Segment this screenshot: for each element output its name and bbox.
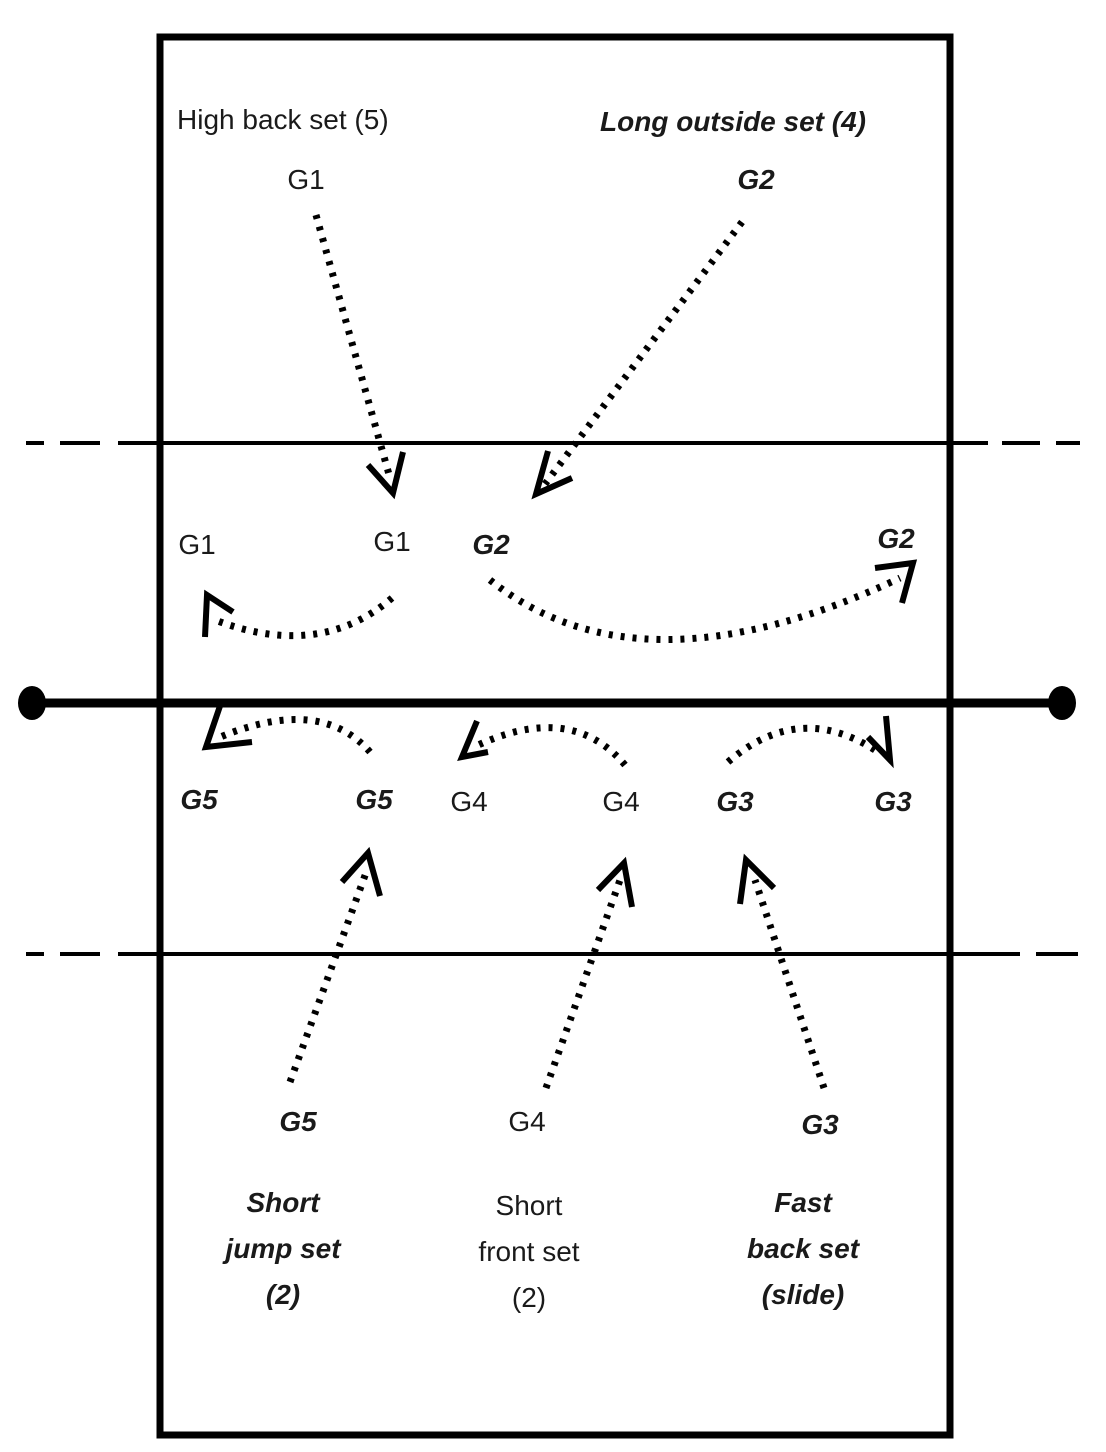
caption-fast-back-set: Fast back set (slide) <box>747 1180 859 1318</box>
caption-line: Short <box>246 1187 320 1218</box>
arrow-g3-curve <box>725 724 880 765</box>
caption-line: (slide) <box>761 1279 845 1310</box>
caption-line: Fast <box>774 1187 832 1218</box>
arrowhead-icon <box>202 589 235 638</box>
caption-line: Short <box>495 1190 563 1221</box>
caption-line: back set <box>746 1233 860 1264</box>
arrow-g1-high-back-set <box>312 214 394 479</box>
court-boundary <box>156 33 954 1439</box>
player-g1-start: G1 <box>287 164 325 195</box>
arrowhead-icon <box>531 450 574 500</box>
arrowhead-icon <box>201 705 253 751</box>
net-post-right <box>1048 686 1076 720</box>
player-g3-left: G3 <box>716 786 754 817</box>
arrow-g5-short-jump-set <box>286 868 371 1084</box>
caption-line: (2) <box>511 1282 547 1313</box>
player-g3-bottom: G3 <box>801 1109 839 1140</box>
player-g4-right: G4 <box>602 786 640 817</box>
player-g5-mid: G5 <box>355 784 393 815</box>
caption-short-jump-set: Short jump set (2) <box>225 1180 340 1318</box>
player-g2-start: G2 <box>737 164 775 195</box>
net-post-left <box>18 686 46 720</box>
label-high-back-set: High back set (5) <box>177 104 389 135</box>
arrow-g1-curve <box>213 595 395 640</box>
player-g5-left: G5 <box>180 784 218 815</box>
arrowhead-icon <box>457 719 489 762</box>
arrowhead-icon <box>737 853 777 905</box>
arrowhead-icon <box>874 559 918 604</box>
caption-line: (2) <box>265 1279 301 1310</box>
player-g1-mid: G1 <box>373 526 411 557</box>
player-g1-left: G1 <box>178 529 216 560</box>
player-g2-mid: G2 <box>472 529 510 560</box>
label-long-outside-set: Long outside set (4) <box>600 106 866 137</box>
arrowhead-icon <box>339 846 383 897</box>
arrowhead-icon <box>865 715 894 769</box>
player-g3-right: G3 <box>874 786 912 817</box>
arrow-g3-fast-back-set <box>751 878 828 1090</box>
player-g5-bottom: G5 <box>279 1106 317 1137</box>
caption-short-front-set: Short front set (2) <box>478 1183 579 1321</box>
caption-line: front set <box>478 1236 580 1267</box>
player-g4-bottom: G4 <box>508 1106 546 1137</box>
arrowhead-icon <box>595 856 635 908</box>
arrow-g2-curve <box>487 574 902 643</box>
arrow-g4-short-front-set <box>542 878 624 1090</box>
arrowhead-icon <box>365 451 406 500</box>
caption-line: jump set <box>225 1233 341 1264</box>
arrow-g4-curve <box>470 724 628 768</box>
player-g2-right: G2 <box>877 523 915 554</box>
player-g4-left: G4 <box>450 786 488 817</box>
arrow-g5-curve <box>216 716 373 755</box>
